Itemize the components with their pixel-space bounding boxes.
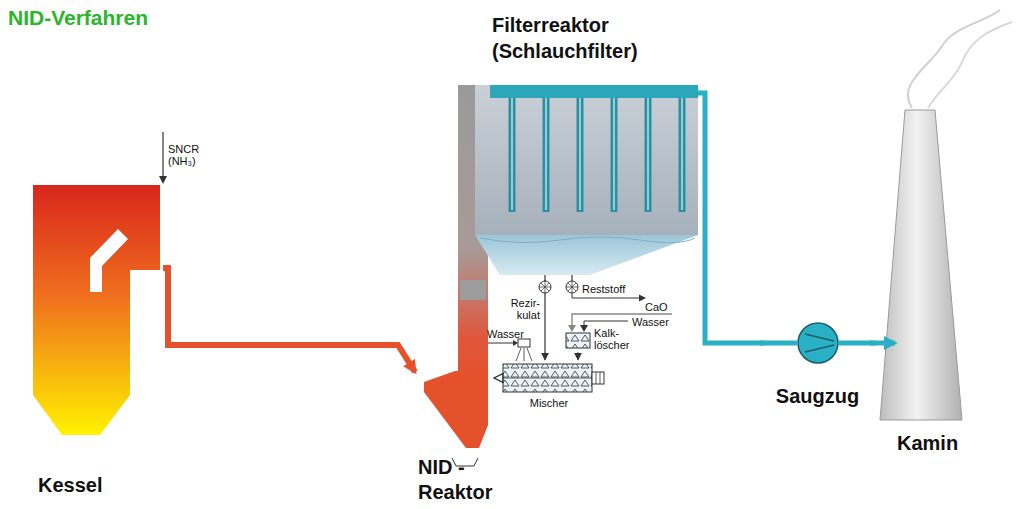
boiler bbox=[33, 185, 160, 435]
node-label: Filterreaktor (Schlauchfilter) bbox=[492, 12, 698, 64]
rotary-valve bbox=[539, 281, 551, 293]
mixer-drawing-part bbox=[592, 372, 604, 384]
filter-housing-part bbox=[475, 85, 698, 235]
node-body: Kalk- löscher bbox=[563, 326, 643, 352]
chimney-part bbox=[908, 10, 1000, 108]
node-label: Kamin bbox=[897, 431, 958, 455]
mixer-drawing-part bbox=[516, 348, 532, 361]
fan-pipe-part bbox=[839, 341, 875, 346]
mixer-drawing-part bbox=[488, 343, 514, 344]
filter-housing-part-part bbox=[543, 98, 550, 212]
node-body: Saugzug bbox=[765, 318, 870, 410]
mixer: Mischer bbox=[500, 360, 598, 412]
pipe-connector bbox=[460, 280, 486, 300]
node-body: Kamin bbox=[895, 105, 975, 457]
pipe-connector bbox=[494, 377, 500, 378]
boiler: Kessel bbox=[33, 183, 163, 503]
mixer-drawing-part bbox=[503, 378, 592, 379]
filter-housing-part bbox=[512, 98, 682, 212]
reactor-duct-part bbox=[424, 371, 488, 448]
filter-housing-part-part bbox=[679, 98, 686, 212]
node-label: Kalk- löscher bbox=[594, 327, 643, 351]
diagram-title: NID-Verfahren bbox=[8, 6, 148, 30]
lime-slaker: Kalk- löscher bbox=[563, 326, 643, 352]
rotary-valve-part bbox=[539, 281, 551, 293]
fan-symbol bbox=[796, 321, 840, 365]
sncr-label: SNCR (NH₃) bbox=[168, 143, 208, 167]
filter-housing-part-part bbox=[613, 98, 615, 210]
filter-housing-part-part bbox=[511, 98, 513, 210]
rotary-valve-part bbox=[566, 281, 578, 293]
slaker-drawing-part bbox=[580, 325, 588, 332]
chimney-part bbox=[928, 22, 1012, 108]
filter-housing-part-part bbox=[611, 98, 618, 212]
node-label: Mischer bbox=[530, 397, 569, 410]
node-label: Kessel bbox=[38, 473, 103, 497]
water-label: Wasser bbox=[632, 316, 669, 328]
mixer-drawing-part bbox=[596, 372, 597, 384]
filter-housing-part-part bbox=[509, 98, 516, 212]
mixer-drawing-part bbox=[503, 364, 592, 392]
filter-housing-part-part bbox=[545, 98, 547, 210]
node-label: NID - Reaktor bbox=[418, 455, 494, 505]
pipe-connector bbox=[870, 341, 895, 346]
filter-housing-part-part bbox=[577, 98, 584, 212]
boiler-part bbox=[33, 185, 160, 435]
chimney-part bbox=[880, 110, 962, 420]
residue-line-part bbox=[639, 295, 646, 302]
filter-housing-part-part bbox=[647, 98, 649, 210]
slaker-drawing-part bbox=[566, 333, 590, 348]
rotary-valve bbox=[566, 281, 578, 293]
slaker-drawing-part bbox=[568, 325, 576, 332]
node-body: NID - Reaktor bbox=[415, 300, 494, 507]
filter-housing-part-part bbox=[579, 98, 581, 210]
mixer-drawing-part bbox=[600, 372, 601, 384]
flow-label: Rezir- kulat bbox=[502, 297, 540, 321]
sncr-arrow bbox=[159, 132, 167, 184]
pipe-connector bbox=[163, 268, 415, 372]
fan-blade bbox=[805, 334, 834, 352]
pipe-connector bbox=[698, 93, 765, 343]
mixer-drawing-part bbox=[518, 339, 530, 347]
induced-draft-fan: Saugzug bbox=[765, 318, 870, 410]
chimney: Kamin bbox=[895, 105, 975, 457]
node-label: Saugzug bbox=[776, 384, 859, 408]
sncr-arrow-part bbox=[159, 176, 167, 184]
chimney bbox=[880, 10, 1012, 420]
lime-label: CaO bbox=[645, 301, 668, 313]
pipe-connector bbox=[577, 352, 578, 360]
filter-housing-part bbox=[512, 98, 682, 210]
filter-housing-part bbox=[475, 235, 698, 275]
filter-housing-part-part bbox=[645, 98, 652, 212]
residue-label: Reststoff bbox=[582, 283, 625, 295]
slaker-drawing-part bbox=[584, 321, 628, 327]
node-body: Kessel bbox=[33, 183, 163, 503]
rotary-valve-part bbox=[539, 281, 551, 293]
rotary-valve-part bbox=[566, 281, 578, 293]
node-body: Filterreaktor (Schlauchfilter) bbox=[458, 8, 698, 280]
boiler-part bbox=[90, 229, 128, 292]
filter-housing-part bbox=[490, 85, 698, 98]
sncr-arrow-part bbox=[162, 132, 163, 178]
filter-housing-part bbox=[480, 237, 695, 243]
node-body: Mischer bbox=[500, 360, 598, 412]
filter-housing-part bbox=[571, 275, 572, 281]
water-label: Wasser bbox=[487, 328, 524, 340]
filter-housing bbox=[475, 85, 698, 281]
mixer-drawing-part bbox=[513, 340, 518, 346]
filter-reactor: Filterreaktor (Schlauchfilter) bbox=[458, 8, 698, 280]
fan-casing bbox=[798, 323, 838, 363]
reactor: NID - Reaktor bbox=[415, 300, 494, 507]
fan-pipe-part bbox=[760, 341, 797, 346]
filter-housing-part-part bbox=[681, 98, 683, 210]
